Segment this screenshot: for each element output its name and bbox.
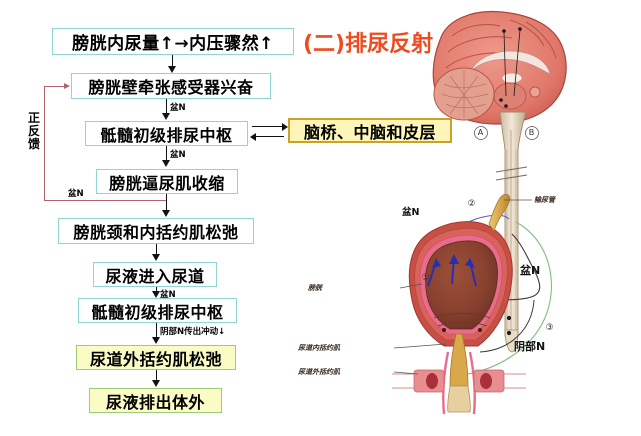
flow-node-label: 尿液进入尿道 xyxy=(105,266,205,286)
arrowhead xyxy=(161,160,170,167)
connector-n2-n3 xyxy=(166,99,167,114)
connector-n5-n6 xyxy=(156,244,157,255)
flow-node-label: 膀胱颈和内括约肌松弛 xyxy=(73,223,239,242)
label-bladder: 膀胱 xyxy=(308,284,322,292)
feedback-label-char-1: 正 xyxy=(27,111,40,125)
flow-node-label: 骶髓初级排尿中枢 xyxy=(100,125,233,145)
connector-n8-n9 xyxy=(156,370,157,381)
flow-node-label: 膀胱内尿量↑→内压骤然↑ xyxy=(72,34,274,54)
flow-node-sacral-center-2: 骶髓初级排尿中枢 xyxy=(78,298,237,323)
label-external-urethral-sphincter: 尿道外括约肌 xyxy=(298,368,340,376)
brain-marker-a: A xyxy=(477,128,484,137)
feedback-label: 正 反 馈 xyxy=(27,112,41,151)
connector-n6-n7 xyxy=(156,287,157,292)
circled-number-1: ① xyxy=(421,272,430,283)
edge-label-feedback-pelvic-nerve: 盆N xyxy=(68,189,84,199)
brain-marker-b: B xyxy=(528,128,535,137)
feedback-horizontal-top xyxy=(44,86,66,87)
arrowhead xyxy=(151,380,160,387)
flow-node-label: 膀胱逼尿肌收缩 xyxy=(109,173,225,193)
feedback-label-char-2: 反 xyxy=(27,123,40,138)
arrowhead xyxy=(282,122,288,131)
connector-n3-n4 xyxy=(166,146,167,161)
connector-n7-n8 xyxy=(156,323,157,338)
label-internal-urethral-sphincter: 尿道内括约肌 xyxy=(298,344,340,352)
flow-node-sacral-center-1: 骶髓初级排尿中枢 xyxy=(85,121,248,146)
connector-sacral-to-brain xyxy=(252,126,284,127)
flow-node-label: 尿道外括约肌松弛 xyxy=(89,349,222,369)
label-pelvic-nerve-upper: 盆N xyxy=(402,207,420,218)
flow-node-label: 膀胱壁牵张感受器兴奋 xyxy=(88,78,254,97)
feedback-vertical xyxy=(44,86,45,201)
external-sphincter-muscle xyxy=(392,369,526,393)
arrowhead xyxy=(161,113,170,120)
arrowhead xyxy=(151,291,160,298)
bladder-illustration xyxy=(392,193,526,415)
flow-node-bladder-neck-relax: 膀胱颈和内括约肌松弛 xyxy=(58,218,254,244)
edge-label-pelvic-nerve-3: 盆N xyxy=(160,290,176,300)
arrowhead xyxy=(167,66,176,73)
edge-label-pelvic-nerve-2: 盆N xyxy=(170,150,186,160)
pudendal-branch-path xyxy=(479,299,535,353)
circled-number-3: ③ xyxy=(545,322,554,333)
flow-node-stretch-receptor: 膀胱壁牵张感受器兴奋 xyxy=(71,73,271,99)
label-pelvic-nerve-mid: 盆N xyxy=(520,264,541,277)
flow-node-label: 脑桥、中脑和皮层 xyxy=(303,122,436,142)
arrowhead xyxy=(151,254,160,261)
edge-label-pudendal-efferent: 阴部N传出冲动↓ xyxy=(160,327,226,337)
connector-n1-n2 xyxy=(172,55,173,67)
connector-brain-to-sacral xyxy=(252,136,284,137)
flow-node-bladder-volume: 膀胱内尿量↑→内压骤然↑ xyxy=(52,28,294,55)
flow-node-label: 尿液排出体外 xyxy=(105,392,205,412)
connector-n4-n5 xyxy=(166,194,167,211)
flow-node-urine-enters-urethra: 尿液进入尿道 xyxy=(93,262,217,287)
page-title: (二)排尿反射 xyxy=(303,32,434,57)
brain-marker-a-ring xyxy=(474,126,488,140)
brain-illustration xyxy=(432,10,567,125)
flow-node-detrusor-contraction: 膀胱逼尿肌收缩 xyxy=(96,169,238,194)
arrowhead xyxy=(151,337,160,344)
label-ureter: 输尿管 xyxy=(534,196,555,204)
brain-marker-b-ring xyxy=(525,126,539,140)
circled-number-2: ② xyxy=(467,198,476,209)
anatomy-illustration: A B ① ② ③ 膀胱 输尿管 尿道内括约肌 尿道外括约肌 盆N 盆N 阴部N xyxy=(298,0,641,436)
flow-node-urine-expelled: 尿液排出体外 xyxy=(89,388,222,413)
feedback-label-char-3: 馈 xyxy=(27,136,40,151)
arrowhead xyxy=(250,132,256,141)
flow-node-label: 骶髓初级排尿中枢 xyxy=(91,302,224,322)
label-pudendal-nerve: 阴部N xyxy=(514,340,546,353)
pudendal-nerve-path xyxy=(467,221,552,375)
arrowhead xyxy=(64,82,70,89)
feedback-horizontal-bottom xyxy=(44,200,166,201)
flow-node-external-sphincter-relax: 尿道外括约肌松弛 xyxy=(76,345,236,370)
pelvic-efferent-path xyxy=(484,233,541,301)
arrowhead xyxy=(161,210,170,217)
flow-node-higher-centers: 脑桥、中脑和皮层 xyxy=(288,118,452,143)
anatomy-svg xyxy=(392,10,567,415)
edge-label-pelvic-nerve-1: 盆N xyxy=(170,103,186,113)
